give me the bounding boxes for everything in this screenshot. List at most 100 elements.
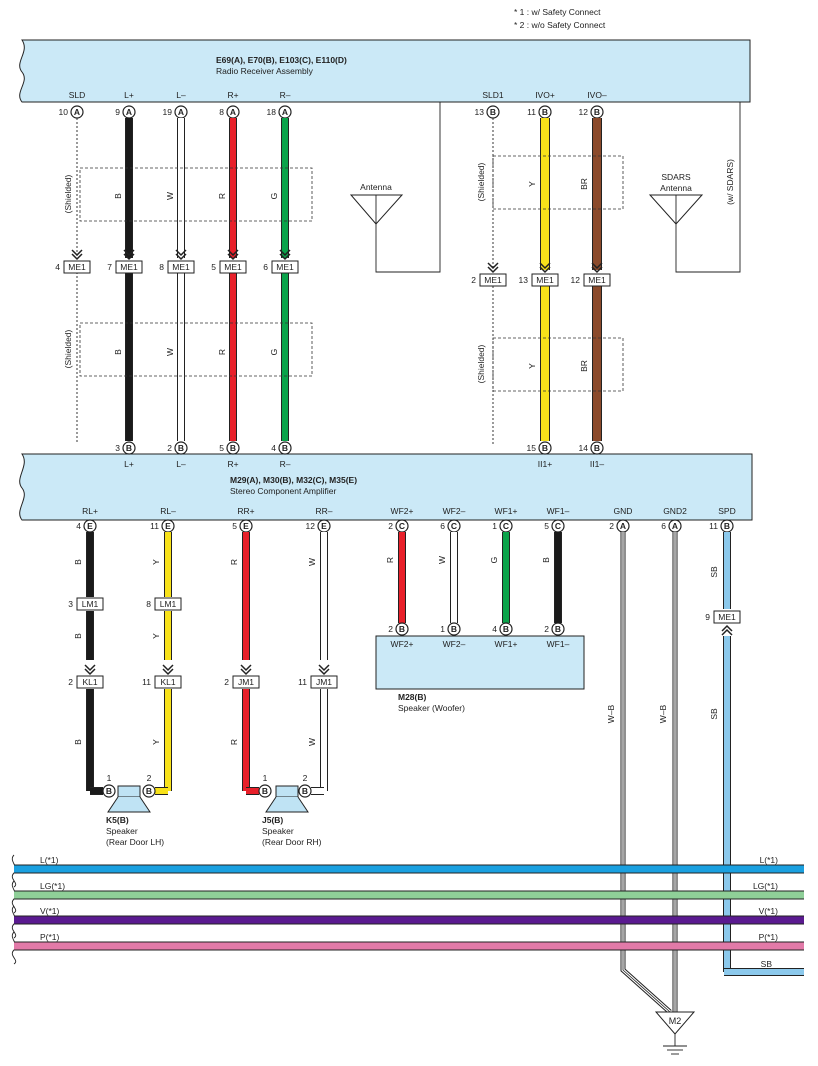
upper-wire-r-color-1-a: BR	[579, 178, 589, 190]
rx-pin-label-1: L+	[124, 90, 134, 100]
me1-left-chevron-2	[175, 249, 187, 261]
sdars-label-2: Antenna	[660, 183, 692, 193]
spd-me1	[713, 610, 741, 624]
upper-wire-color-1-a: W	[165, 192, 175, 200]
rx-pin-number-0: 10	[59, 107, 69, 117]
woofer-pin-2-letter: B	[503, 624, 509, 634]
amp-top-pin-2-letter: B	[230, 443, 236, 453]
me1-left-3-pin: 5	[211, 262, 216, 272]
speaker-lh-location: (Rear Door LH)	[106, 837, 164, 847]
speaker-rh-pin-1-letter: B	[262, 786, 268, 796]
me1-left-chevron-0	[71, 249, 83, 261]
speaker-lh-id: K5(B)	[106, 815, 129, 825]
rx-pin-number-2: 19	[163, 107, 173, 117]
rx-pin-label-3: R+	[227, 90, 238, 100]
speaker-rh-pin-2-number: 2	[303, 773, 308, 783]
amp-bottom-pin-8-letter: A	[620, 521, 626, 531]
sdars-antenna: SDARS Antenna (w/ SDARS)	[648, 102, 741, 273]
ground-point: M2	[654, 1011, 696, 1055]
radio-receiver-block: E69(A), E70(B), E103(C), E110(D) Radio R…	[19, 39, 751, 119]
woofer-pin-label-2: WF1+	[495, 639, 518, 649]
rx-pin-3-letter: A	[230, 107, 236, 117]
lm1-0-name: LM1	[82, 599, 99, 609]
rear-right-color-1-a: W	[307, 558, 317, 566]
kl1-0-pin: 2	[68, 677, 73, 687]
speaker-lh-pin-1-letter: B	[106, 786, 112, 796]
amp-top-pin-label-2: R+	[227, 459, 238, 469]
me1-left-chevron-3	[227, 249, 239, 261]
speaker-rh-name: Speaker	[262, 826, 294, 836]
sdars-label-1: SDARS	[661, 172, 691, 182]
amp-top-pin-2	[226, 441, 240, 455]
amp-top-pin-number-1: 2	[167, 443, 172, 453]
me1-right-chevron-1	[539, 262, 551, 274]
speaker-lh-pin-2-letter: B	[146, 786, 152, 796]
amp-top-pin-label-0: L+	[124, 459, 134, 469]
rx-pin-number-3: 8	[219, 107, 224, 117]
jm1-0-name: JM1	[238, 677, 254, 687]
bus-label-right-3: P(*1)	[759, 932, 779, 942]
me1-right-1-pin: 13	[519, 275, 529, 285]
amp-bottom-pin-label-7: WF1–	[547, 506, 570, 516]
me1-right-0-pin: 2	[471, 275, 476, 285]
amp-bottom-pin-number-8: 2	[609, 521, 614, 531]
woofer-pin-2	[499, 622, 513, 636]
speaker-rh-pin-2-letter: B	[302, 786, 308, 796]
me1-left-4-pin: 6	[263, 262, 268, 272]
kl1-chevron-0	[84, 664, 96, 676]
amp-bottom-pin-number-9: 6	[661, 521, 666, 531]
jm1-1-name: JM1	[316, 677, 332, 687]
amp-bottom-pin-label-4: WF2+	[391, 506, 414, 516]
bus-label-right-1: LG(*1)	[753, 881, 778, 891]
spd-me1-pin: 9	[705, 612, 710, 622]
receiver-name: Radio Receiver Assembly	[216, 66, 314, 76]
amp-bottom-pin-label-10: SPD	[718, 506, 735, 516]
lm1-1-pin: 8	[146, 599, 151, 609]
amp-top-pin-label-3: R–	[280, 459, 291, 469]
speaker-lh-pin-1-number: 1	[107, 773, 112, 783]
me1-right-2-name: ME1	[588, 275, 606, 285]
bus-label-left-2: V(*1)	[40, 906, 60, 916]
amplifier-block: M29(A), M30(B), M32(C), M35(E) Stereo Co…	[19, 441, 753, 533]
me1-right-1	[531, 273, 559, 287]
kl1-1-name: KL1	[160, 677, 175, 687]
amp-bottom-pin-number-5: 6	[440, 521, 445, 531]
amp-bottom-pin-label-8: GND	[614, 506, 633, 516]
amp-top-pin-0	[122, 441, 136, 455]
woofer-wire-color-2: G	[489, 557, 499, 564]
woofer-pin-1-letter: B	[451, 624, 457, 634]
speaker-lh-name: Speaker	[106, 826, 138, 836]
lm1-0-pin: 3	[68, 599, 73, 609]
upper-wire-r-color-0-b: Y	[527, 363, 537, 369]
woofer-wire-color-3: B	[541, 557, 551, 563]
rx-pin-number-4: 18	[267, 107, 277, 117]
note-2: * 2 : w/o Safety Connect	[514, 20, 606, 30]
woofer-pin-0	[395, 622, 409, 636]
rx-pin-4-letter: A	[282, 107, 288, 117]
rx-pin-label-7: IVO–	[587, 90, 607, 100]
amp-bottom-pin-1-letter: E	[165, 521, 171, 531]
upper-wire-color-2-b: R	[217, 349, 227, 355]
shield-label-3: (Shielded)	[476, 162, 486, 201]
me1-left-0-pin: 4	[55, 262, 60, 272]
rear-left-color-0-a: B	[73, 559, 83, 565]
woofer-name: Speaker (Woofer)	[398, 703, 465, 713]
amp-bottom-pin-4-letter: C	[399, 521, 405, 531]
me1-left-2-pin: 8	[159, 262, 164, 272]
me1-left-1-pin: 7	[107, 262, 112, 272]
amp-bottom-pin-9-letter: A	[672, 521, 678, 531]
me1-left-4	[271, 260, 299, 274]
jm1-chevron-1	[318, 664, 330, 676]
me1-left-chevron-1	[123, 249, 135, 261]
amp-bottom-pin-label-2: RR+	[237, 506, 254, 516]
amp-top-pin-number-3: 4	[271, 443, 276, 453]
amp-top-pin-5-letter: B	[594, 443, 600, 453]
rear-left-color-1-b: Y	[151, 633, 161, 639]
me1-right-2-pin: 12	[571, 275, 581, 285]
rx-pin-number-5: 13	[475, 107, 485, 117]
rx-pin-1-letter: A	[126, 107, 132, 117]
rx-pin-label-2: L–	[176, 90, 186, 100]
speaker-rh-pin-1-number: 1	[263, 773, 268, 783]
amp-top-pin-5	[590, 441, 604, 455]
